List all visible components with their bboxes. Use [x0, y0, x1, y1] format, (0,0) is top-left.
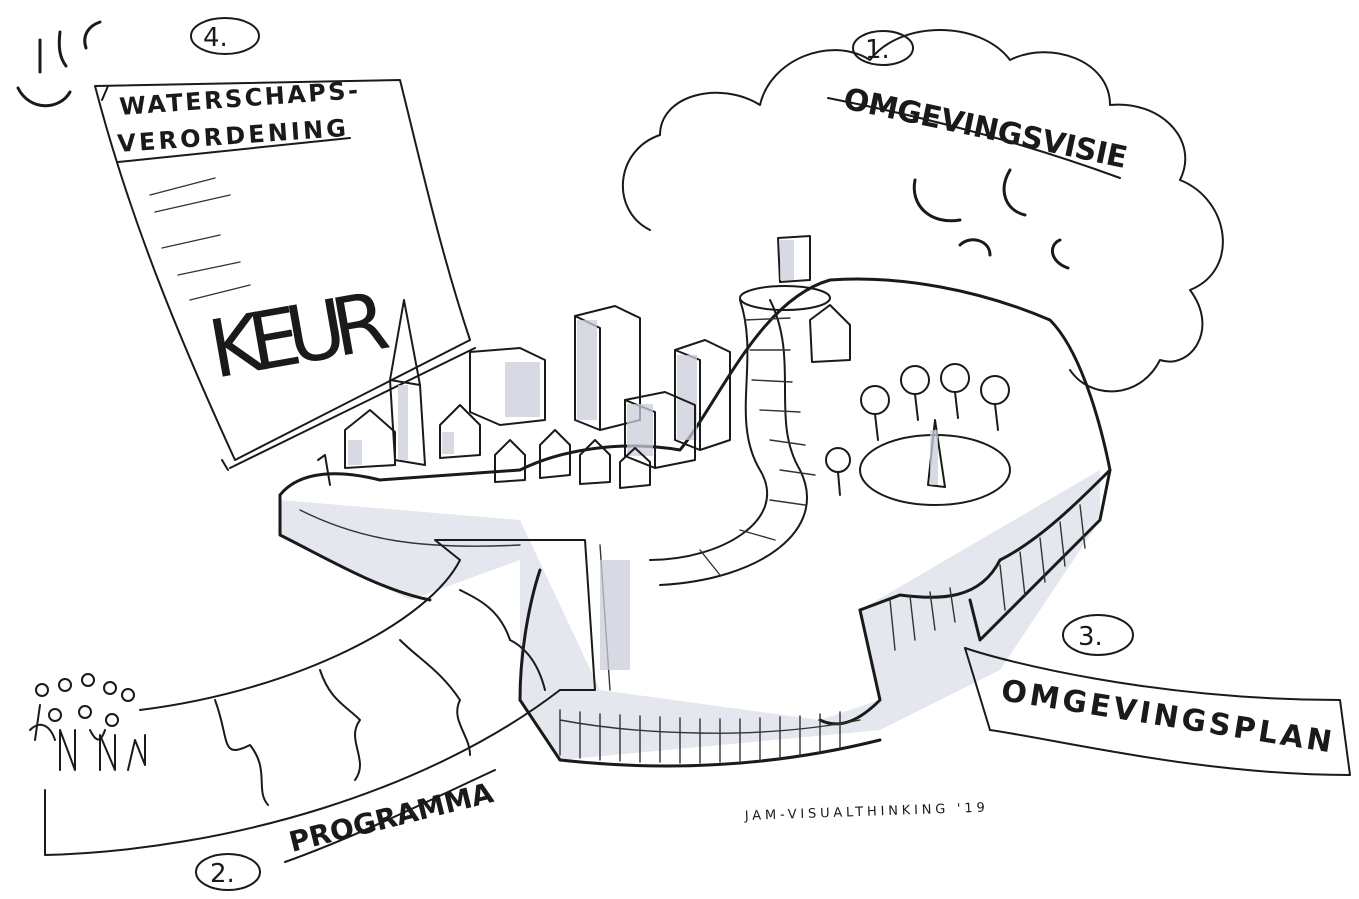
church-icon — [389, 299, 426, 466]
number-4: 4. — [203, 23, 228, 53]
number-3: 3. — [1078, 622, 1103, 652]
label-omgevingsvisie: 1. OMGEVINGSVISIE — [827, 30, 1131, 179]
cloud-sun-icon — [912, 168, 1070, 270]
label-keur: KEUR — [202, 274, 395, 397]
artist-credit: JAM-VISUALTHINKING '19 — [744, 801, 985, 824]
label-omgevingsplan: OMGEVINGSPLAN — [999, 673, 1335, 760]
label-omgevingsvisie-text: OMGEVINGSVISIE — [840, 82, 1131, 177]
number-1: 1. — [865, 35, 890, 65]
banner-omgevingsplan: 3. OMGEVINGSPLAN — [964, 614, 1351, 776]
island — [278, 235, 1112, 768]
city — [317, 299, 851, 489]
document-verordening: 4. WATERSCHAPS- VERORDENING KEUR — [94, 17, 476, 471]
sun-icon — [16, 20, 102, 108]
people-icon — [29, 673, 146, 771]
tree-icon — [825, 363, 1010, 496]
park — [825, 363, 1011, 506]
label-verordening: VERORDENING — [116, 114, 347, 158]
cloud-icon — [621, 29, 1224, 393]
number-2: 2. — [210, 859, 235, 889]
